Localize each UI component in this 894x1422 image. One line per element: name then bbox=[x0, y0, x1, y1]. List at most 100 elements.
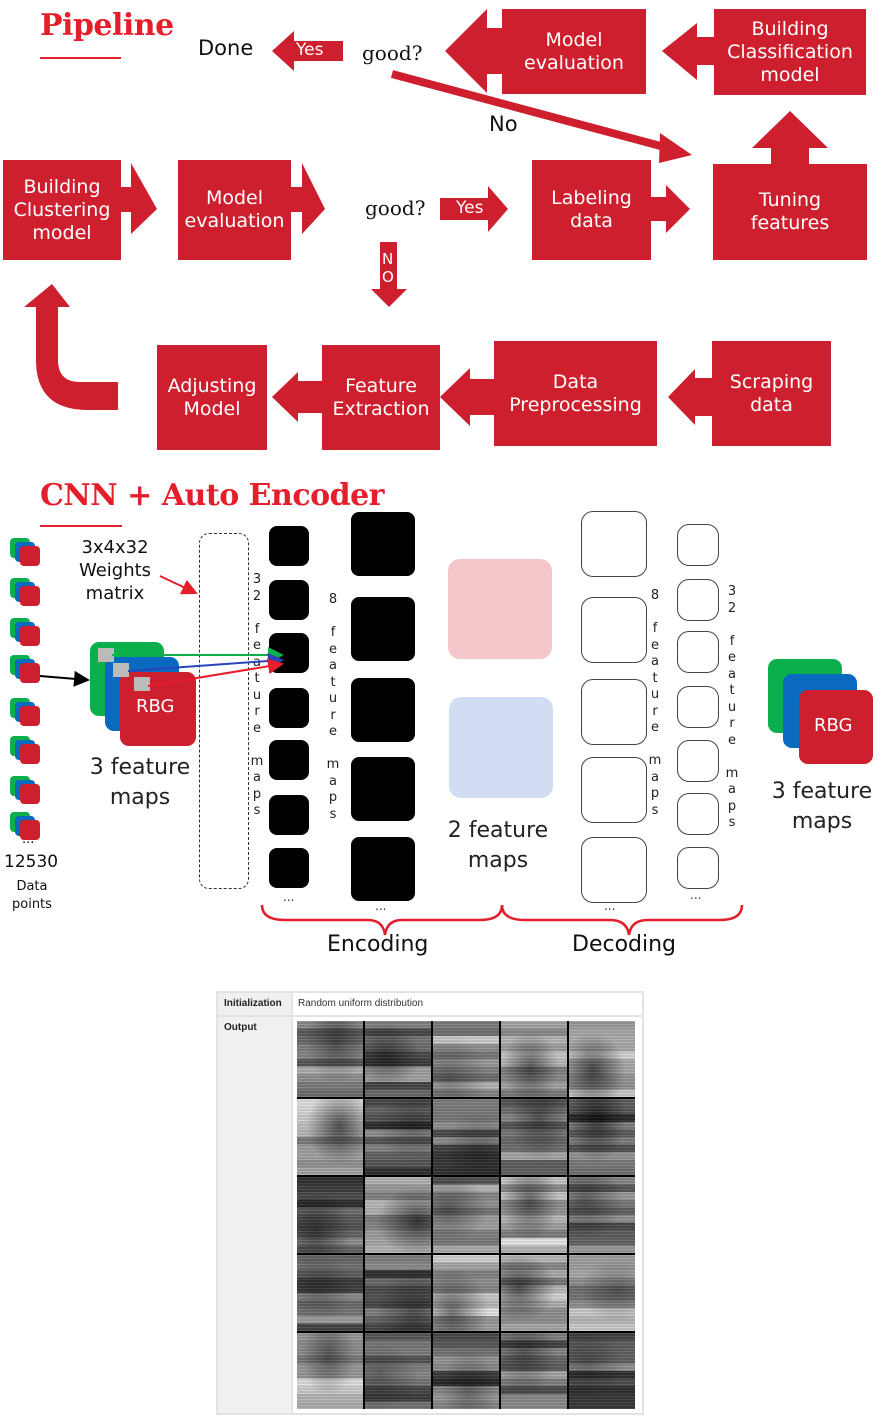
decoder-32-ellipsis: ... bbox=[690, 888, 702, 902]
encoder-32-map bbox=[269, 848, 309, 888]
arrow-eval-to-good bbox=[445, 9, 503, 93]
data-point-red bbox=[20, 706, 40, 726]
output-image-tile bbox=[569, 1255, 635, 1331]
encoding-label: Encoding bbox=[327, 932, 429, 957]
encoder-32-map bbox=[269, 633, 309, 673]
output-image-tile bbox=[365, 1099, 431, 1175]
done-label: Done bbox=[198, 36, 254, 60]
decoding-label: Decoding bbox=[572, 932, 677, 957]
latent-feature-maps-label: 2 feature maps bbox=[447, 818, 549, 873]
results-table-row-initialization: Initialization Random uniform distributi… bbox=[218, 993, 642, 1017]
decoder-32-map bbox=[677, 524, 719, 566]
good-mid-label: good? bbox=[365, 196, 426, 220]
encoder-8-label: 8 f e a t u r e m a p s bbox=[326, 592, 340, 822]
output-image-tile bbox=[501, 1099, 567, 1175]
decoder-8-map bbox=[581, 511, 647, 577]
decoder-8-map bbox=[581, 679, 647, 745]
output-image-tile bbox=[433, 1021, 499, 1097]
arrow-label-to-tuning bbox=[650, 185, 690, 233]
data-points-count: 12530 bbox=[4, 852, 59, 872]
output-image-tile bbox=[433, 1255, 499, 1331]
output-image-tile bbox=[501, 1255, 567, 1331]
input-feature-maps-label: 3 feature maps bbox=[89, 755, 191, 810]
output-rgb-label: RBG bbox=[814, 715, 853, 736]
weights-pointer-arrow bbox=[159, 575, 198, 595]
encoder-8-map bbox=[351, 837, 415, 901]
arrow-class-to-eval bbox=[662, 23, 714, 80]
decoder-32-map bbox=[677, 847, 719, 889]
output-image-tile bbox=[365, 1021, 431, 1097]
data-point-red bbox=[20, 820, 40, 840]
latent-map-blue bbox=[449, 697, 553, 798]
decoder-8-map bbox=[581, 757, 647, 823]
decoder-32-map bbox=[677, 686, 719, 728]
input-arrow bbox=[39, 670, 90, 687]
output-image-tile bbox=[297, 1099, 363, 1175]
kernel-red bbox=[134, 677, 150, 691]
output-image-tile bbox=[297, 1255, 363, 1331]
encoder-32-map bbox=[269, 688, 309, 728]
arrow-tuning-up bbox=[752, 111, 828, 166]
encoder-32-map bbox=[269, 526, 309, 566]
arrow-feature-to-adjust bbox=[272, 372, 323, 422]
latent-map-red bbox=[448, 559, 552, 659]
output-image-grid bbox=[297, 1021, 635, 1409]
box-tuning-features: Tuning features bbox=[713, 164, 867, 260]
no-down-arrow bbox=[371, 242, 407, 307]
output-image-tile bbox=[297, 1177, 363, 1253]
weights-matrix-label: 3x4x32 Weights matrix bbox=[78, 537, 152, 604]
encoder-8-map bbox=[351, 678, 415, 742]
box-data-preprocessing: Data Preprocessing bbox=[494, 341, 657, 446]
kernel-blue bbox=[113, 663, 129, 677]
box-model-evaluation-top: Model evaluation bbox=[502, 9, 646, 94]
output-image-tile bbox=[433, 1099, 499, 1175]
decoder-32-map bbox=[677, 740, 719, 782]
encoder-8-ellipsis: ... bbox=[375, 899, 387, 913]
initialization-label: Initialization bbox=[224, 998, 282, 1009]
decoder-8-map bbox=[581, 837, 647, 903]
box-labeling-data: Labeling data bbox=[532, 160, 651, 260]
yes-mid-label: Yes bbox=[456, 198, 484, 218]
input-rgb-label: RBG bbox=[136, 696, 175, 717]
output-image-tile bbox=[297, 1021, 363, 1097]
encoder-32-map bbox=[269, 795, 309, 835]
decoder-8-label: 8 f e a t u r e m a p s bbox=[648, 588, 662, 818]
data-point-red bbox=[20, 784, 40, 804]
output-image-tile bbox=[569, 1333, 635, 1409]
encoder-32-label: 3 2 f e a t u r e m a p s bbox=[250, 572, 264, 818]
output-image-tile bbox=[501, 1333, 567, 1409]
decoder-8-ellipsis: ... bbox=[604, 899, 616, 913]
encoder-8-map bbox=[351, 512, 415, 576]
no-down-label: NO bbox=[382, 250, 394, 286]
data-point-red bbox=[20, 546, 40, 566]
output-image-tile bbox=[569, 1099, 635, 1175]
initialization-value: Random uniform distribution bbox=[298, 998, 424, 1009]
output-image-tile bbox=[433, 1333, 499, 1409]
encoder-32-map bbox=[269, 580, 309, 620]
yes-top-label: Yes bbox=[296, 40, 324, 60]
good-top-label: good? bbox=[362, 41, 423, 65]
encoder-32-map bbox=[269, 740, 309, 780]
encoder-8-map bbox=[351, 597, 415, 661]
decoder-32-map bbox=[677, 579, 719, 621]
arrow-prep-to-feature bbox=[440, 368, 495, 426]
encoder-8-map bbox=[351, 757, 415, 821]
decoder-32-map bbox=[677, 793, 719, 835]
data-points-ellipsis: ... bbox=[22, 832, 35, 847]
output-image-tile bbox=[501, 1177, 567, 1253]
cnn-title-underline bbox=[40, 525, 122, 527]
output-image-tile bbox=[569, 1021, 635, 1097]
data-points-label: Data points bbox=[12, 879, 52, 912]
output-image-tile bbox=[365, 1333, 431, 1409]
output-image-tile bbox=[433, 1177, 499, 1253]
arrow-eval-to-good-mid bbox=[290, 163, 325, 234]
box-model-evaluation-mid: Model evaluation bbox=[178, 160, 291, 260]
decoder-8-map bbox=[581, 597, 647, 663]
arrow-scrape-to-prep bbox=[668, 369, 713, 425]
pipeline-title-underline bbox=[40, 57, 121, 59]
encoder-32-ellipsis: ... bbox=[283, 890, 295, 904]
results-table-label-column bbox=[218, 993, 293, 1413]
yes-arrow-right bbox=[440, 186, 508, 232]
no-diagonal-head bbox=[659, 133, 692, 163]
kernel-green bbox=[98, 648, 114, 662]
